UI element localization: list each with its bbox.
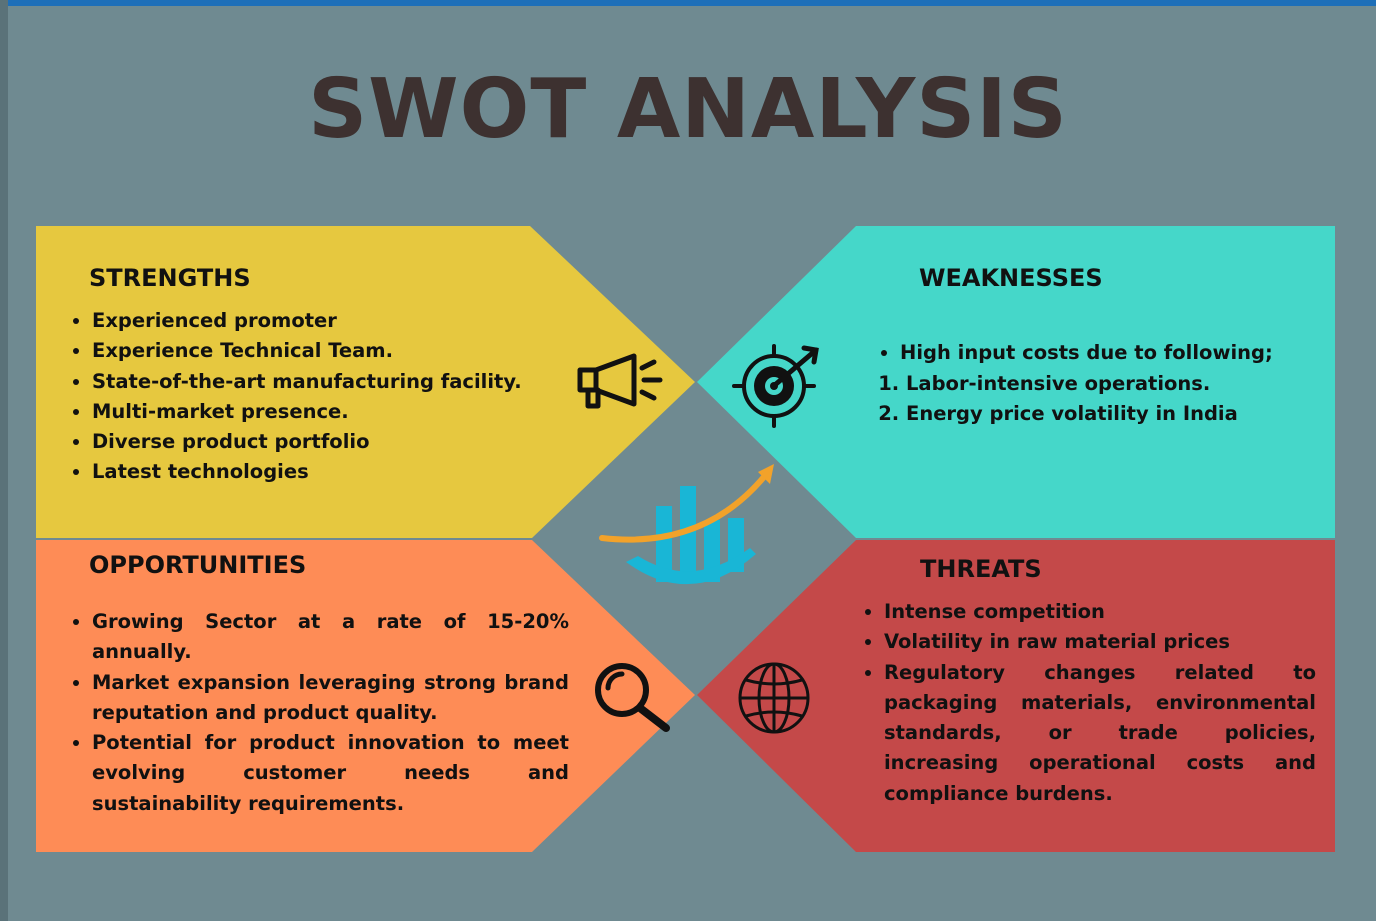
weaknesses-list: High input costs due to following; [874,338,1340,368]
weaknesses-sub-list: Labor-intensive operations. Energy price… [858,369,1346,430]
strengths-item: State-of-the-art manufacturing facility. [92,367,612,397]
page-title: SWOT ANALYSIS [308,62,1068,157]
magnifier-icon [595,663,670,732]
opportunities-heading: OPPORTUNITIES [89,551,307,579]
megaphone-icon [577,353,663,409]
threats-panel [697,540,1335,852]
growth-chart-icon [599,464,774,585]
threats-heading: THREATS [920,555,1042,583]
opportunities-list: Growing Sector at a rate of 15-20% annua… [66,607,569,819]
opportunities-item: Market expansion leveraging strong brand… [92,668,569,729]
weaknesses-sub-item: Labor-intensive operations. [906,369,1346,399]
opportunities-item: Growing Sector at a rate of 15-20% annua… [92,607,569,668]
strengths-item: Experience Technical Team. [92,336,612,366]
threats-item: Intense competition [884,597,1316,627]
strengths-item: Experienced promoter [92,306,612,336]
weaknesses-heading: WEAKNESSES [919,264,1103,292]
strengths-list: Experienced promoter Experience Technica… [66,306,612,488]
strengths-panel [36,226,695,538]
target-icon [732,344,819,428]
strengths-heading: STRENGTHS [89,264,251,292]
window-top-bar [0,0,1376,6]
window-left-border [0,0,8,921]
strengths-item: Latest technologies [92,457,612,487]
weaknesses-sub-item: Energy price volatility in India [906,399,1346,429]
weaknesses-item: High input costs due to following; [900,338,1340,368]
threats-item: Volatility in raw material prices [884,627,1316,657]
threats-list: Intense competition Volatility in raw ma… [858,597,1316,809]
threats-item: Regulatory changes related to packaging … [884,658,1316,809]
strengths-item: Multi-market presence. [92,397,612,427]
globe-icon [738,662,810,734]
opportunities-panel [36,540,695,852]
strengths-item: Diverse product portfolio [92,427,612,457]
opportunities-item: Potential for product innovation to meet… [92,728,569,819]
weaknesses-panel [697,226,1335,538]
